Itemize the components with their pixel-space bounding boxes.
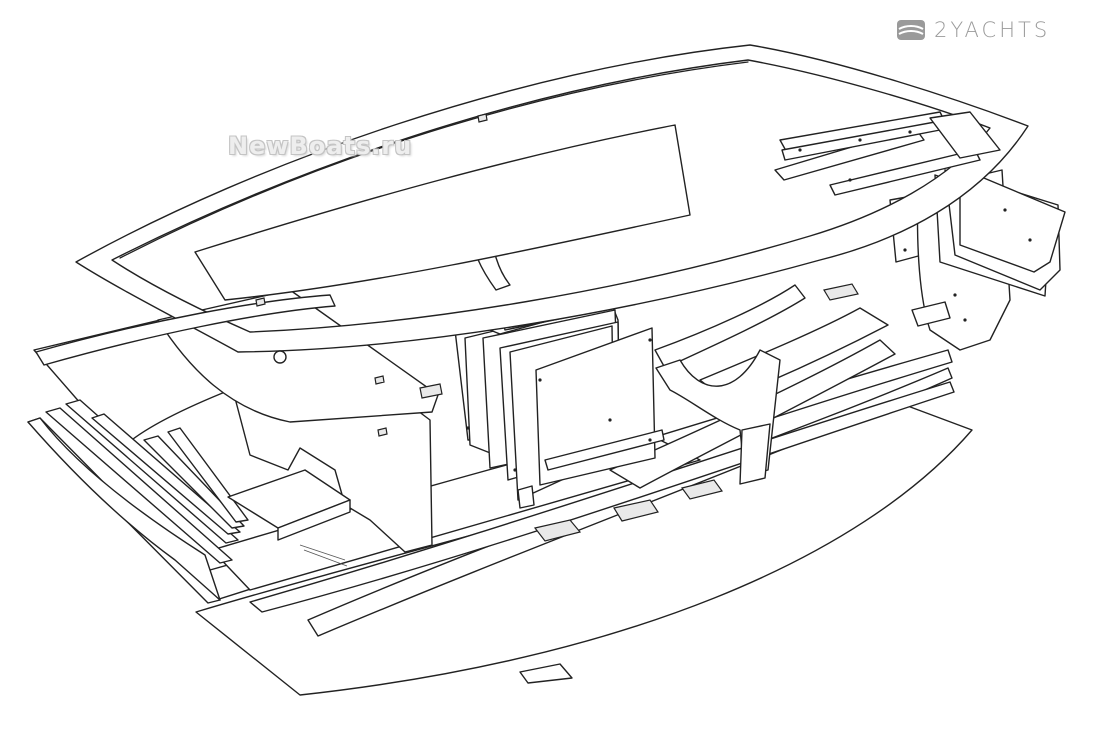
gunwale-rim xyxy=(75,44,1029,353)
stern-knees xyxy=(774,111,1001,196)
rim-fitting-3 xyxy=(374,375,385,385)
floor-chock-2 xyxy=(613,499,659,522)
floor-chock-1 xyxy=(533,519,582,542)
front-bench-step-edge xyxy=(277,499,351,541)
hull-bottom-panel xyxy=(195,404,973,696)
side-deck-plank xyxy=(194,124,691,301)
floor-chock-5 xyxy=(823,283,859,301)
aft-frame-leg xyxy=(739,423,771,485)
rim-fitting-2 xyxy=(255,297,266,307)
yacht-logo-icon xyxy=(897,20,925,40)
floor-chock-3 xyxy=(680,479,724,500)
keel-strip xyxy=(519,663,573,684)
brand-logo: 2YACHTS xyxy=(896,18,1050,42)
bow-frames xyxy=(27,399,249,604)
port-strake xyxy=(35,294,336,366)
rim-fitting-1 xyxy=(477,113,488,123)
floor-panel-back xyxy=(654,284,806,369)
strake-middle xyxy=(249,381,955,613)
watermark-text: NewBoats.ru xyxy=(228,132,413,160)
mast-hole xyxy=(273,350,287,364)
brand-name: 2YACHTS xyxy=(934,18,1051,42)
rim-fitting-4 xyxy=(377,427,388,437)
rim-inner-shadow xyxy=(119,61,749,259)
bench-cleat xyxy=(419,383,443,399)
